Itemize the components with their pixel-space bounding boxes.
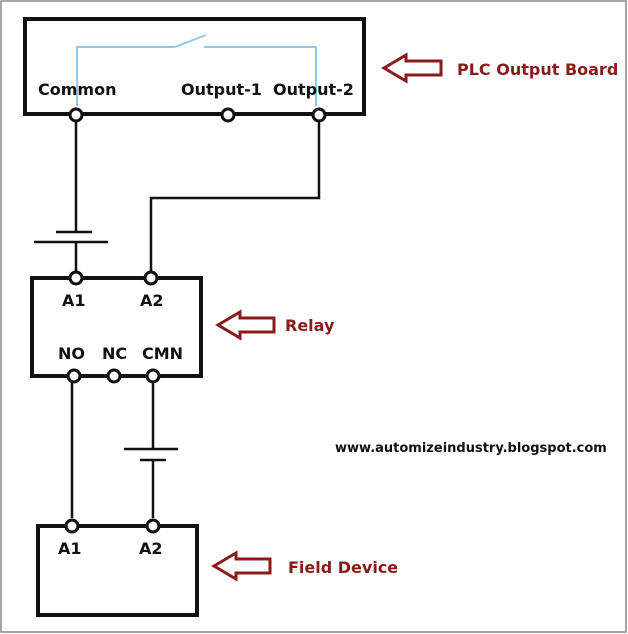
- plc-output-board-box: [23, 17, 366, 116]
- plc-common-label: Common: [38, 80, 116, 99]
- plc-to-relay-wires: [34, 121, 321, 271]
- field-device-box: [36, 524, 199, 617]
- website-text: www.automizeindustry.blogspot.com: [335, 441, 607, 456]
- relay-no-label: NO: [58, 344, 85, 363]
- relay-a2-terminal: [143, 270, 159, 286]
- relay-nc-terminal: [106, 368, 122, 384]
- field-a2-terminal: [145, 518, 161, 534]
- field-callout-label: Field Device: [288, 558, 398, 577]
- relay-no-terminal: [66, 368, 82, 384]
- plc-callout-arrow-icon: [381, 52, 443, 84]
- plc-callout-label: PLC Output Board: [457, 60, 618, 79]
- relay-a1-label: A1: [62, 291, 86, 310]
- plc-internal-switch: [76, 34, 317, 106]
- relay-cmn-label: CMN: [142, 344, 183, 363]
- field-a2-label: A2: [139, 539, 163, 558]
- relay-to-field-wires: [70, 382, 178, 518]
- plc-output1-label: Output-1: [181, 80, 262, 99]
- plc-output2-label: Output-2: [273, 80, 354, 99]
- relay-a1-terminal: [68, 270, 84, 286]
- field-a1-terminal: [64, 518, 80, 534]
- relay-a2-label: A2: [140, 291, 164, 310]
- relay-callout-label: Relay: [285, 316, 335, 335]
- plc-common-terminal: [68, 107, 84, 123]
- field-a1-label: A1: [58, 539, 82, 558]
- relay-callout-arrow-icon: [215, 309, 276, 341]
- plc-output2-terminal: [311, 107, 327, 123]
- field-callout-arrow-icon: [211, 550, 272, 582]
- plc-output1-terminal: [220, 107, 236, 123]
- relay-cmn-terminal: [145, 368, 161, 384]
- relay-nc-label: NC: [102, 344, 127, 363]
